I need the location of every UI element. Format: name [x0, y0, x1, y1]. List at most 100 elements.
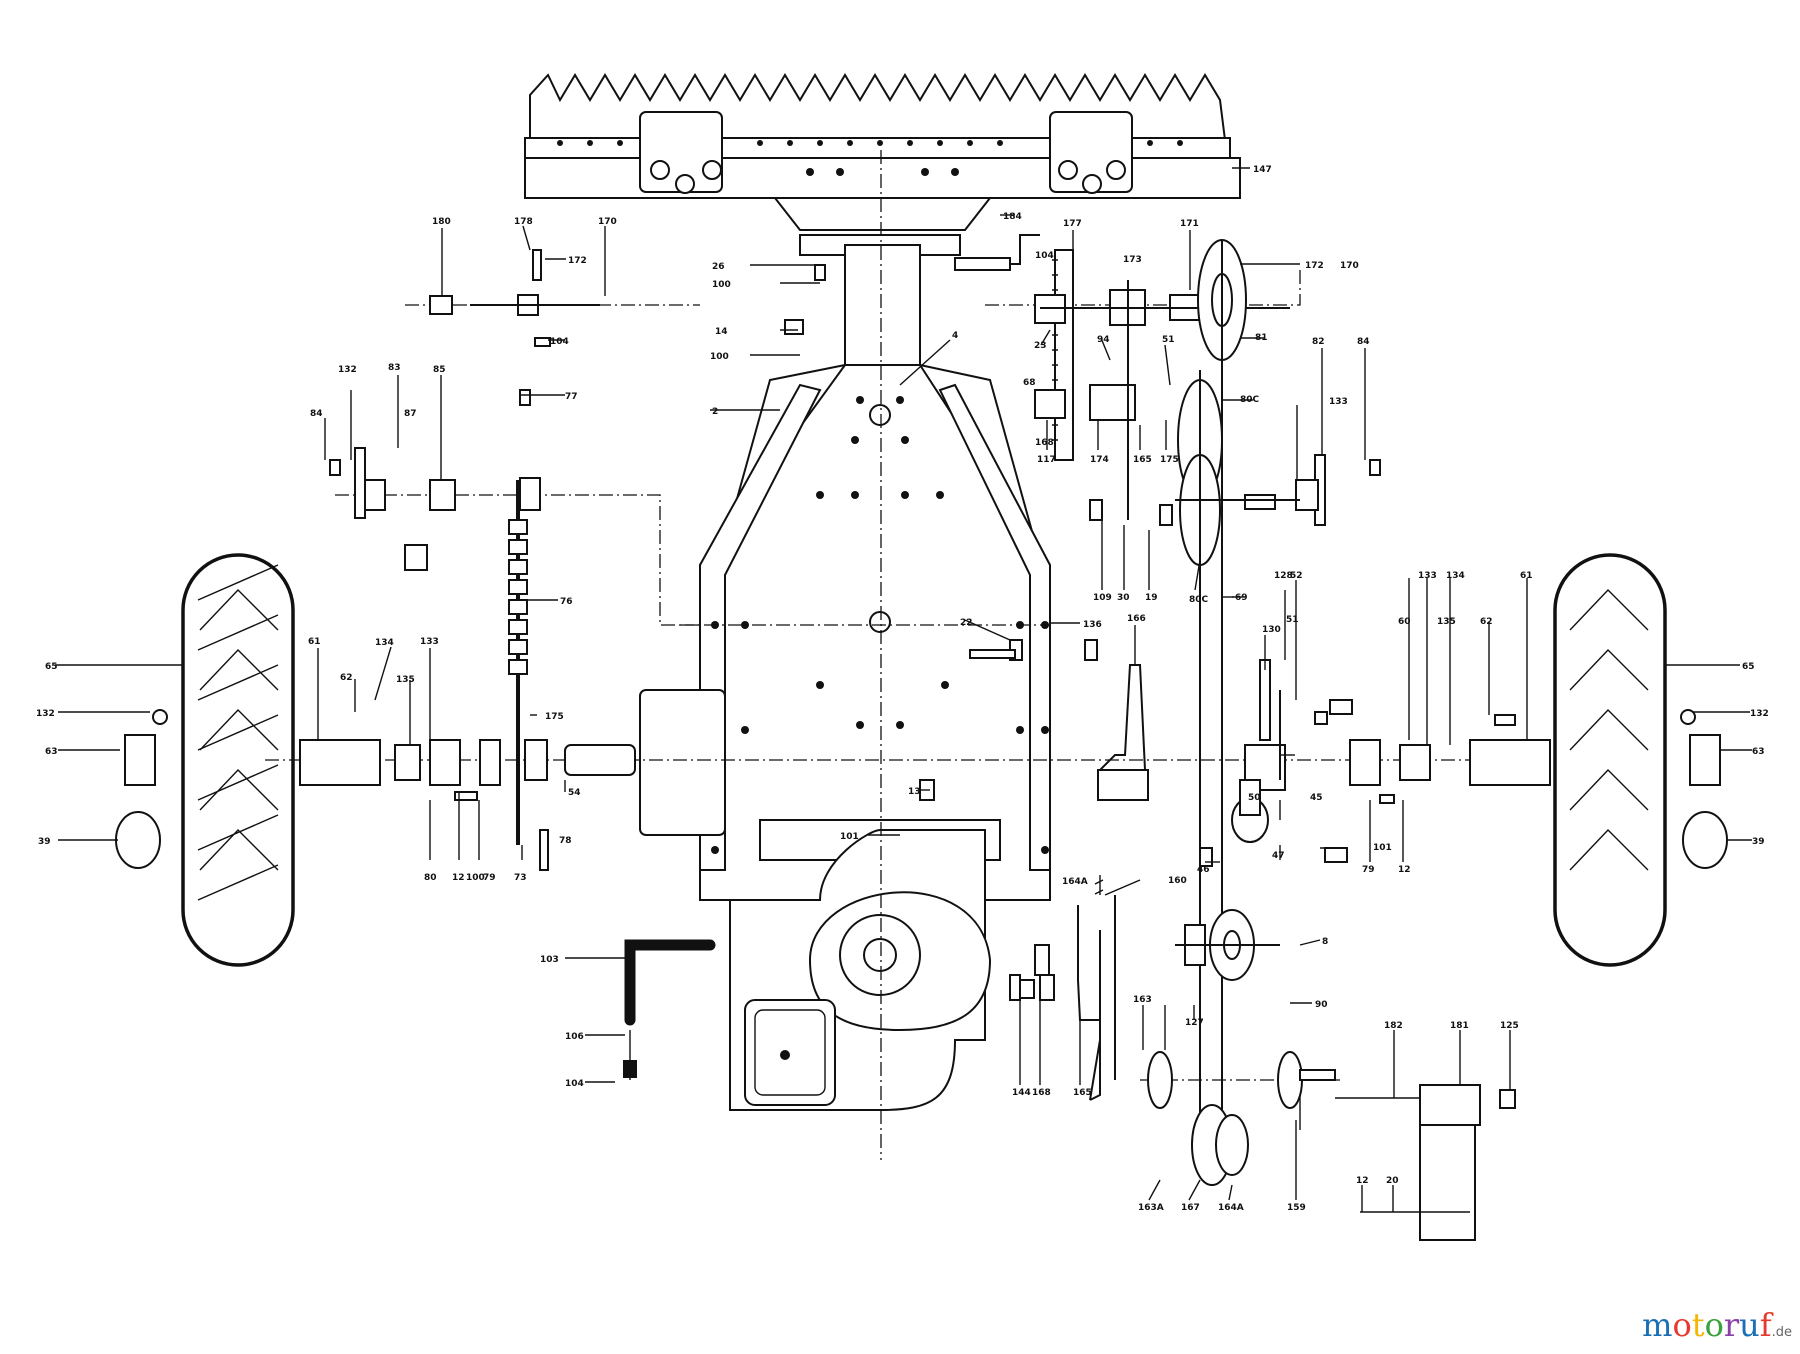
watermark-letter: m: [1642, 1306, 1673, 1344]
callout-104: 104: [550, 337, 569, 347]
callout-80C: 80C: [1189, 595, 1209, 605]
callout-134: 134: [1446, 571, 1465, 581]
leader-lines: [55, 167, 1752, 1212]
callout-68: 68: [1023, 378, 1036, 388]
callout-132: 132: [1750, 709, 1769, 719]
watermark-letter: o: [1704, 1306, 1724, 1344]
callout-65: 65: [1742, 662, 1755, 672]
callout-174: 174: [1090, 455, 1109, 465]
watermark-letter: f: [1759, 1306, 1772, 1344]
callout-39: 39: [38, 837, 51, 847]
callout-80C: 80C: [1240, 395, 1260, 405]
callout-132: 132: [338, 365, 357, 375]
callout-177: 177: [1063, 219, 1082, 229]
callout-164A: 164A: [1218, 1203, 1244, 1213]
callout-19: 19: [1145, 593, 1158, 603]
callout-135: 135: [396, 675, 415, 685]
callout-54: 54: [568, 788, 581, 798]
watermark-letter: r: [1723, 1306, 1740, 1344]
callout-175: 175: [545, 712, 564, 722]
right-wheel: [1553, 553, 1667, 967]
callout-170: 170: [1340, 261, 1359, 271]
callout-101: 101: [840, 832, 859, 842]
callout-39: 39: [1752, 837, 1765, 847]
callout-178: 178: [514, 217, 533, 227]
callout-175: 175: [1160, 455, 1179, 465]
callout-14: 14: [715, 327, 728, 337]
callout-90: 90: [1315, 1000, 1328, 1010]
callout-100: 100: [710, 352, 729, 362]
callout-173: 173: [1123, 255, 1142, 265]
callout-132: 132: [36, 709, 55, 719]
callout-133: 133: [1329, 397, 1348, 407]
callout-104: 104: [1035, 251, 1054, 261]
watermark-letter: u: [1739, 1306, 1760, 1344]
callout-133: 133: [1418, 571, 1437, 581]
left-hub: [115, 479, 636, 869]
callout-87: 87: [404, 409, 417, 419]
watermark-domain: .de: [1771, 1325, 1792, 1340]
callout-62: 62: [340, 673, 353, 683]
callout-172: 172: [1305, 261, 1324, 271]
left-wheel: [181, 553, 295, 967]
callout-117: 117: [1037, 455, 1056, 465]
watermark-logo: motoruf.de: [1642, 1306, 1792, 1344]
callout-106: 106: [565, 1032, 584, 1042]
crank-handle: [624, 939, 716, 1026]
mount-column: [719, 234, 1041, 561]
callout-62: 62: [1480, 617, 1493, 627]
right-hub: [1244, 709, 1728, 869]
callout-77: 77: [565, 392, 578, 402]
callout-165: 165: [1133, 455, 1152, 465]
callout-82: 82: [1312, 337, 1325, 347]
callout-104: 104: [565, 1079, 584, 1089]
callout-135: 135: [1437, 617, 1456, 627]
callout-100: 100: [466, 873, 485, 883]
callout-61: 61: [1520, 571, 1533, 581]
callout-13: 13: [908, 787, 921, 797]
callout-47: 47: [1272, 851, 1285, 861]
gear-column: [1034, 249, 1290, 520]
callout-94: 94: [1097, 335, 1110, 345]
callout-8: 8: [1322, 937, 1328, 947]
callout-127: 127: [1185, 1018, 1204, 1028]
callout-168: 168: [1032, 1088, 1051, 1098]
callout-85: 85: [433, 365, 446, 375]
belt-drive: [1089, 239, 1336, 1186]
callout-171: 171: [1180, 219, 1199, 229]
watermark-letter: t: [1691, 1306, 1705, 1344]
callout-20: 20: [1386, 1176, 1399, 1186]
callout-73: 73: [514, 873, 527, 883]
callout-61: 61: [308, 637, 321, 647]
callout-125: 125: [1500, 1021, 1519, 1031]
callout-147: 147: [1253, 165, 1272, 175]
callout-52: 52: [1290, 571, 1303, 581]
callout-22: 22: [960, 618, 973, 628]
callout-26: 26: [712, 262, 725, 272]
callout-50: 50: [1248, 793, 1261, 803]
callout-136: 136: [1083, 620, 1102, 630]
callout-83: 83: [388, 363, 401, 373]
callout-4: 4: [952, 331, 958, 341]
callout-79: 79: [1362, 865, 1375, 875]
callout-167: 167: [1181, 1203, 1200, 1213]
callout-80: 80: [424, 873, 437, 883]
callout-23: 23: [1034, 341, 1047, 351]
callout-60: 60: [1398, 617, 1411, 627]
callout-84: 84: [310, 409, 323, 419]
callout-130: 130: [1262, 625, 1281, 635]
callout-84: 84: [1357, 337, 1370, 347]
callout-46: 46: [1197, 865, 1210, 875]
callout-12: 12: [1356, 1176, 1369, 1186]
callout-144: 144: [1012, 1088, 1031, 1098]
callout-109: 109: [1093, 593, 1112, 603]
callout-182: 182: [1384, 1021, 1403, 1031]
callout-170: 170: [598, 217, 617, 227]
control-lever: [1019, 664, 1149, 1101]
callout-63: 63: [1752, 747, 1765, 757]
callout-101: 101: [1373, 843, 1392, 853]
callout-45: 45: [1310, 793, 1323, 803]
callout-172: 172: [568, 256, 587, 266]
callout-2: 2: [712, 407, 718, 417]
